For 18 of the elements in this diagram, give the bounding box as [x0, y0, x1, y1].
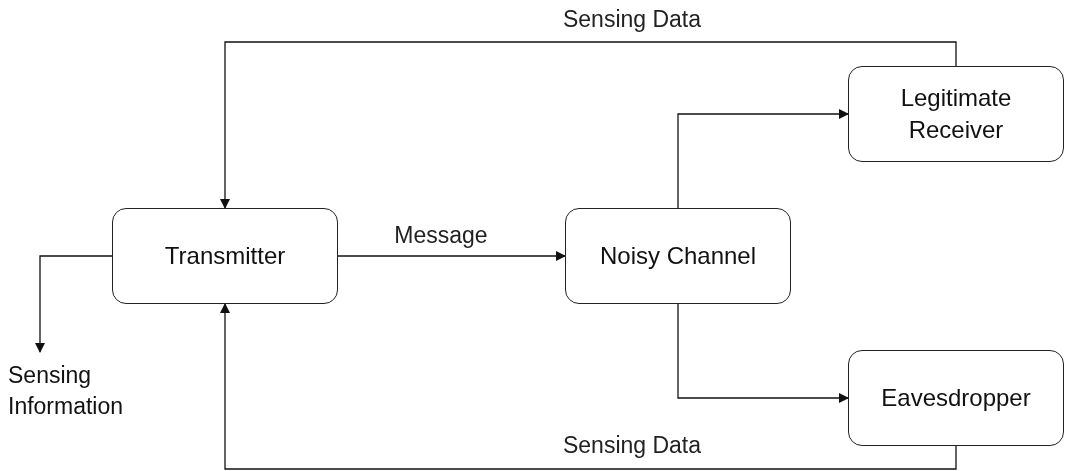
edge-label: Sensing Data — [562, 432, 702, 459]
arrow — [220, 303, 957, 470]
edge-label: Sensing Data — [562, 6, 702, 33]
process-box — [848, 350, 1064, 446]
arrow — [337, 251, 566, 261]
box-label: Legitimate Receiver — [899, 82, 1013, 145]
process-box — [565, 208, 791, 304]
box-label: Transmitter — [164, 240, 286, 271]
box-label: Eavesdropper — [881, 382, 1031, 413]
process-box — [112, 208, 338, 304]
box-label: Noisy Channel — [599, 240, 757, 271]
arrow — [677, 109, 849, 209]
process-box — [848, 66, 1064, 162]
output-label: Sensing Information — [8, 360, 125, 421]
edge-label: Message — [394, 222, 488, 249]
arrow — [35, 255, 113, 353]
arrow — [677, 303, 849, 403]
arrow — [220, 41, 957, 209]
